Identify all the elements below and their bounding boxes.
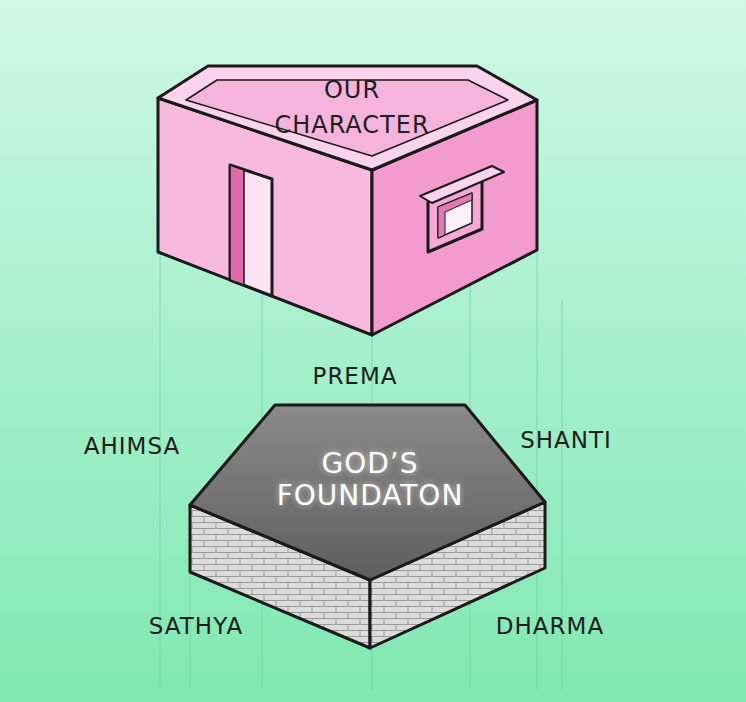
house-box: OUR CHARACTER bbox=[150, 56, 550, 348]
value-label: DHARMA bbox=[496, 613, 604, 639]
node-title: GOD’S FOUNDATON bbox=[265, 448, 475, 512]
value-label: AHIMSA bbox=[84, 433, 180, 459]
value-label: SHANTI bbox=[520, 427, 612, 453]
value-label: SATHYA bbox=[149, 613, 243, 639]
node-title: OUR CHARACTER bbox=[262, 73, 442, 143]
value-label: PREMA bbox=[313, 363, 398, 389]
